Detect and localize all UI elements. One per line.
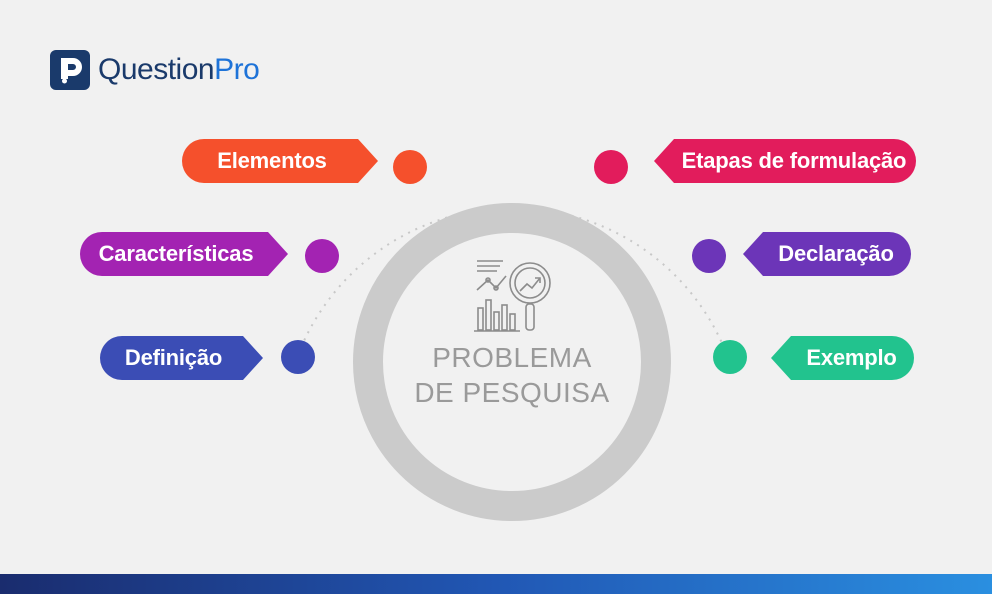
center-title-line1: PROBLEMA: [432, 342, 592, 373]
item-declaracao-label: Declaração: [778, 241, 894, 266]
item-declaracao: Declaração: [743, 232, 911, 276]
dot-definicao: [281, 340, 315, 374]
dot-exemplo: [713, 340, 747, 374]
dot-declaracao: [692, 239, 726, 273]
analytics-magnifier-icon: [474, 260, 551, 332]
item-definicao-label: Definição: [124, 345, 223, 370]
questionpro-logo-icon: [50, 50, 90, 90]
dot-caracteristicas: [305, 239, 339, 273]
item-etapas-label: Etapas de formulação: [681, 148, 907, 173]
item-etapas: Etapas de formulação: [654, 139, 916, 183]
logo-wordmark: QuestionPro: [98, 53, 260, 87]
dot-etapas: [594, 150, 628, 184]
item-caracteristicas-label: Características: [98, 241, 254, 266]
center-title-line2: DE PESQUISA: [414, 377, 610, 408]
logo-text-question: Question: [98, 53, 215, 86]
item-definicao: Definição: [100, 336, 263, 380]
questionpro-logo: QuestionPro: [50, 50, 260, 90]
bottom-gradient-bar: [0, 574, 992, 594]
item-caracteristicas: Características: [80, 232, 288, 276]
dot-elementos: [393, 150, 427, 184]
item-elementos: Elementos: [182, 139, 378, 183]
center-title: PROBLEMA DE PESQUISA: [387, 340, 637, 410]
center-ring: [353, 203, 671, 521]
item-exemplo: Exemplo: [771, 336, 914, 380]
item-elementos-label: Elementos: [217, 148, 327, 173]
logo-text-pro: Pro: [214, 53, 260, 86]
item-exemplo-label: Exemplo: [806, 345, 897, 370]
